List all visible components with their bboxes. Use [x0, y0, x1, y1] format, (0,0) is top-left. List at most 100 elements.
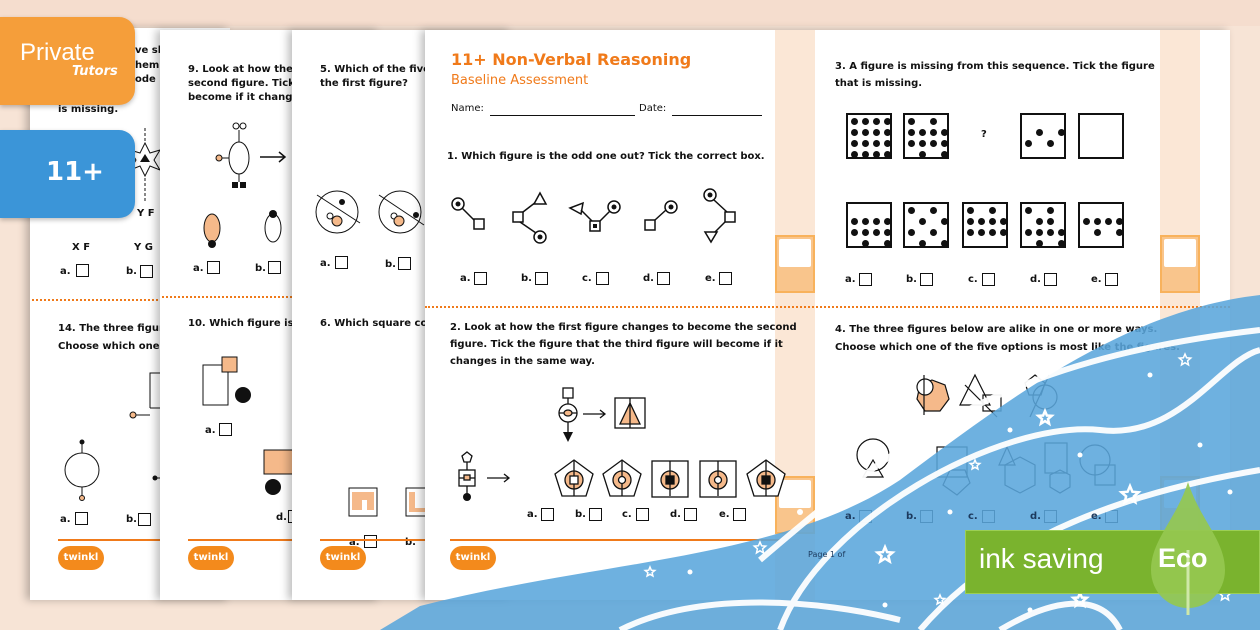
dot: [873, 229, 880, 236]
dot: [1083, 218, 1090, 225]
checkbox-b[interactable]: [398, 257, 411, 270]
q5-figures: [315, 190, 425, 234]
level-badge: 11+: [0, 130, 135, 218]
divider: [32, 299, 230, 301]
eco-leaf-icon: [1151, 482, 1225, 615]
dot: [1094, 229, 1101, 236]
dot: [941, 240, 948, 247]
dot: [908, 229, 915, 236]
dot: [989, 229, 996, 236]
dot: [873, 140, 880, 147]
q2-example-figures: [558, 387, 646, 442]
dot: [862, 118, 869, 125]
option-label: d.: [1030, 511, 1041, 522]
date-label: Date:: [639, 103, 667, 114]
dot: [884, 240, 891, 247]
option-label: b.: [521, 273, 532, 284]
option-a-label: a.: [60, 266, 71, 277]
dot: [1025, 229, 1032, 236]
checkbox-a[interactable]: [474, 272, 487, 285]
dot: [1116, 229, 1123, 236]
q2-question-figures: [458, 451, 786, 501]
option-label: c.: [582, 273, 592, 284]
dot: [908, 207, 915, 214]
option-a-label: a.: [193, 263, 204, 274]
checkbox-b[interactable]: [535, 272, 548, 285]
dot-grid-figure: [846, 113, 892, 159]
q1-figures: [451, 188, 736, 244]
ink-saving-label: ink saving: [979, 543, 1104, 574]
dot: [1058, 229, 1065, 236]
option-label: a.: [845, 274, 856, 285]
dot: [1000, 218, 1007, 225]
dot-grid-figure: [903, 202, 949, 248]
dot-grid-figure: [1020, 113, 1066, 159]
option-label: e.: [719, 509, 730, 520]
twinkl-logo: twinkl: [450, 546, 496, 570]
checkbox-a[interactable]: [75, 512, 88, 525]
checkbox-b[interactable]: [268, 261, 281, 274]
dot-grid-figure: [1020, 202, 1066, 248]
footer-line: [188, 539, 378, 541]
checkbox-a[interactable]: [219, 423, 232, 436]
dot: [1047, 218, 1054, 225]
dot-grid-figure: [962, 202, 1008, 248]
q9-figure: [215, 122, 287, 188]
dot: [919, 240, 926, 247]
checkbox-a[interactable]: [76, 264, 89, 277]
dot: [851, 229, 858, 236]
checkbox-b[interactable]: [589, 508, 602, 521]
tutors-label: Tutors: [72, 64, 118, 79]
checkbox-a[interactable]: [207, 261, 220, 274]
checkbox-b[interactable]: [920, 273, 933, 286]
divider: [162, 296, 380, 298]
checkbox-a[interactable]: [335, 256, 348, 269]
dot: [989, 207, 996, 214]
checkbox-e[interactable]: [719, 272, 732, 285]
checkbox-d[interactable]: [657, 272, 670, 285]
dot: [862, 240, 869, 247]
checkbox-a[interactable]: [859, 273, 872, 286]
dot: [1047, 140, 1054, 147]
checkbox-e[interactable]: [733, 508, 746, 521]
dot: [1036, 129, 1043, 136]
dot: [1036, 229, 1043, 236]
question-text: 10. Which figure is t: [188, 318, 302, 329]
dot: [1058, 240, 1065, 247]
option-label: a.: [845, 511, 856, 522]
checkbox-a[interactable]: [541, 508, 554, 521]
dot: [930, 129, 937, 136]
dot: [884, 151, 891, 158]
dot: [873, 129, 880, 136]
q2-option-inner: [713, 475, 723, 485]
checkbox-d[interactable]: [684, 508, 697, 521]
q2-option-inner: [617, 475, 627, 485]
option-label: b.: [906, 274, 917, 285]
q2-option-inner: [665, 475, 675, 485]
checkbox-a[interactable]: [364, 535, 377, 548]
checkbox-e[interactable]: [1105, 273, 1118, 286]
option-label: c.: [968, 274, 978, 285]
date-field[interactable]: [672, 115, 762, 116]
name-field[interactable]: [490, 115, 635, 116]
dot: [941, 151, 948, 158]
star-icon: [968, 458, 982, 471]
dot: [919, 151, 926, 158]
dot-grid-figure: [846, 202, 892, 248]
dot: [1047, 207, 1054, 214]
dot: [862, 218, 869, 225]
dot-grid-figure: [1078, 113, 1124, 159]
question-2-text: 2. Look at how the first figure changes …: [450, 322, 797, 333]
checkbox-d[interactable]: [1044, 273, 1057, 286]
dot: [967, 229, 974, 236]
twinkl-logo: twinkl: [58, 546, 104, 570]
dot: [1025, 140, 1032, 147]
dot: [862, 129, 869, 136]
checkbox-c[interactable]: [636, 508, 649, 521]
dot: [967, 218, 974, 225]
checkbox-b[interactable]: [140, 265, 153, 278]
checkbox-c[interactable]: [982, 273, 995, 286]
checkbox-c[interactable]: [596, 272, 609, 285]
private-label: Private: [20, 39, 95, 66]
checkbox-b[interactable]: [138, 513, 151, 526]
